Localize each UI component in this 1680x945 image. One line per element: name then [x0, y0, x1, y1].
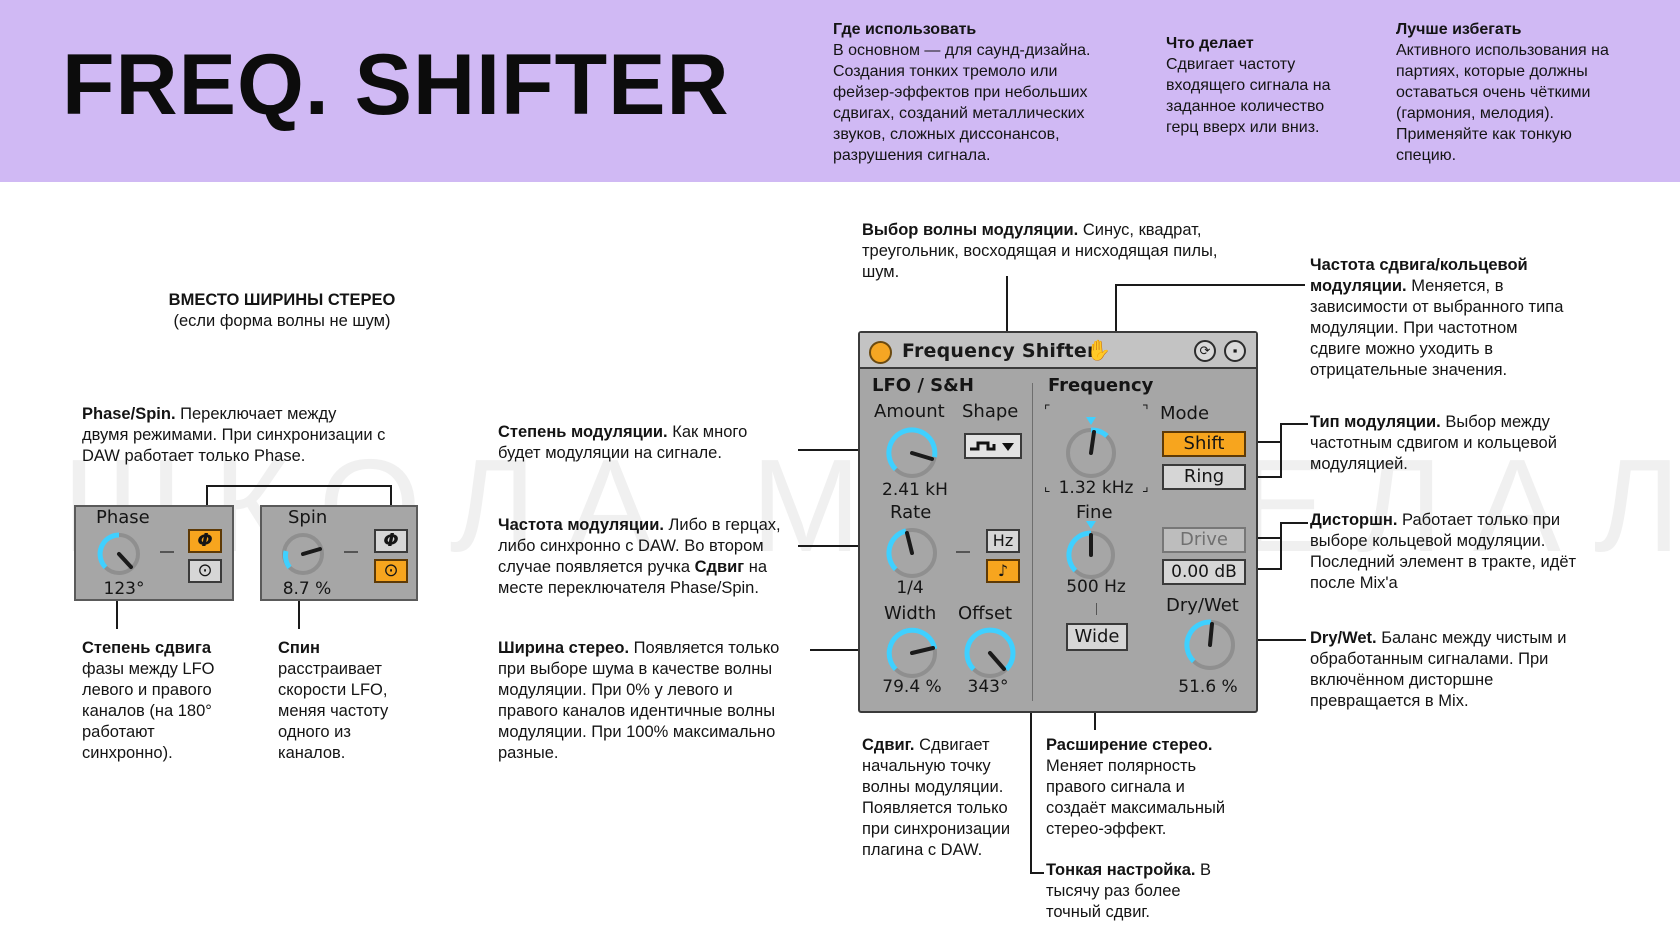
amount-annotation: Степень модуляции. Как много будет модул…	[498, 423, 748, 462]
phase-description: Степень сдвига фазы между LFO левого и п…	[82, 639, 215, 762]
mode-shift-button[interactable]: Shift	[1162, 431, 1246, 457]
frequency-annotation: Частота сдвига/кольцевой модуляции. Меня…	[1310, 256, 1564, 379]
offset-label: Offset	[958, 603, 1013, 624]
page-title: FREQ. SHIFTER	[62, 37, 730, 133]
frequency-section-label: Frequency	[1048, 375, 1154, 396]
mode-label: Mode	[1160, 403, 1210, 424]
frequency-knob[interactable]	[1056, 415, 1126, 485]
width-knob[interactable]	[882, 623, 942, 683]
drywet-value: 51.6 %	[1178, 677, 1238, 697]
mode-bracket-ring	[1254, 476, 1282, 478]
device-power-button[interactable]	[869, 341, 892, 364]
lfo-section-label: LFO / S&H	[872, 375, 974, 396]
fine-value: 500 Hz	[1066, 577, 1126, 597]
rate-hz-button[interactable]: Hz	[986, 529, 1020, 553]
shape-label: Shape	[962, 401, 1019, 422]
mode-annotation: Тип модуляции. Выбор между частотным сдв…	[1310, 413, 1557, 473]
fine-knob[interactable]	[1056, 519, 1126, 585]
fine-connector-v	[1030, 563, 1032, 873]
spin-knob[interactable]	[278, 529, 328, 579]
rate-knob[interactable]	[882, 523, 942, 583]
spin-mode-button[interactable]: ⊙	[188, 559, 222, 583]
phase-spin-note: Phase/Spin. Переключает между двумя режи…	[82, 405, 386, 465]
width-value: 79.4 %	[882, 677, 942, 697]
drive-bracket-v	[1280, 522, 1282, 570]
mode-ring-button[interactable]: Ring	[1162, 464, 1246, 490]
mode-bracket-shift	[1254, 441, 1282, 443]
amount-knob[interactable]	[882, 423, 942, 483]
amount-label: Amount	[874, 401, 945, 422]
drive-button[interactable]: Drive	[1162, 527, 1246, 553]
fine-connector-bottom	[1030, 872, 1044, 874]
frequency-connector-h	[1115, 284, 1305, 286]
spin-description: Спин расстраивает скорости LFO, меняя ча…	[278, 639, 389, 762]
bracket-right	[390, 485, 392, 505]
hand-icon[interactable]: ✋	[1086, 340, 1111, 362]
wave-annotation: Выбор волны модуляции. Синус, квадрат, т…	[862, 221, 1218, 281]
header-where: Где использовать В основном — для саунд-…	[833, 21, 1091, 164]
rate-annotation: Частота модуляции. Либо в герцах, либо с…	[498, 516, 781, 597]
drywet-annotation: Dry/Wet. Баланс между чистым и обработан…	[1310, 629, 1567, 710]
rate-sync-button[interactable]: ♪	[986, 559, 1020, 583]
phase-panel: Phase 123° Φ ⊙	[74, 505, 234, 601]
save-icon[interactable]: ▪	[1224, 340, 1246, 362]
refresh-icon[interactable]: ⟳	[1194, 340, 1216, 362]
square-wave-icon	[970, 441, 1014, 451]
phase-knob[interactable]	[94, 529, 144, 579]
stereo-heading: ВМЕСТО ШИРИНЫ СТЕРЕО (если форма волны н…	[168, 291, 396, 330]
bracket-left	[206, 485, 208, 505]
spin-label: Spin	[288, 507, 328, 528]
fine-label: Fine	[1076, 502, 1113, 523]
device-title: Frequency Shifter	[902, 340, 1097, 362]
header-avoid: Лучше избегать Активного использования н…	[1396, 21, 1609, 164]
width-connector	[810, 649, 878, 651]
rate-label: Rate	[890, 502, 932, 523]
wide-button[interactable]: Wide	[1066, 623, 1128, 651]
bracket-top	[206, 485, 392, 487]
width-annotation: Ширина стерео. Появляется только при выб…	[498, 639, 780, 762]
offset-annotation: Сдвиг. Сдвигает начальную точку волны мо…	[862, 736, 1011, 859]
drywet-label: Dry/Wet	[1166, 595, 1239, 616]
rate-connector	[798, 545, 878, 547]
phase-value: 123°	[103, 579, 145, 599]
amount-connector	[798, 449, 878, 451]
header-what: Что делает Сдвигает частоту входящего си…	[1166, 35, 1331, 136]
offset-knob[interactable]	[960, 623, 1020, 683]
phase-label: Phase	[96, 507, 150, 528]
phase-mode-button[interactable]: Φ	[188, 529, 222, 553]
spin-value: 8.7 %	[282, 579, 332, 599]
drive-bracket-top	[1280, 522, 1308, 524]
amount-value: 2.41 kH	[882, 480, 948, 500]
mode-bracket-top	[1280, 423, 1308, 425]
rate-value: 1/4	[896, 578, 924, 598]
frequency-value: 1.32 kHz	[1058, 478, 1134, 498]
spin-panel: Spin 8.7 % Φ ⊙	[260, 505, 418, 601]
spin-mode-button-2[interactable]: ⊙	[374, 559, 408, 583]
width-label: Width	[884, 603, 937, 624]
mode-bracket-v	[1280, 423, 1282, 478]
drive-annotation: Дисторшн. Работает только при выборе кол…	[1310, 511, 1577, 592]
drywet-connector	[1248, 639, 1306, 641]
drive-bracket-drive	[1254, 537, 1282, 539]
wide-annotation: Расширение стерео. Меняет полярность пра…	[1046, 736, 1226, 838]
offset-value: 343°	[967, 677, 1009, 697]
fine-annotation: Тонкая настройка. В тысячу раз более точ…	[1046, 861, 1212, 921]
shape-selector[interactable]	[964, 433, 1022, 459]
device-titlebar: Frequency Shifter ✋ ⟳ ▪	[860, 333, 1256, 369]
drywet-knob[interactable]	[1180, 615, 1240, 675]
phase-mode-button-2[interactable]: Φ	[374, 529, 408, 553]
drive-db-field[interactable]: 0.00 dB	[1162, 559, 1246, 585]
header-banner: FREQ. SHIFTER Где использовать В основно…	[0, 0, 1680, 182]
frequency-shifter-device: Frequency Shifter ✋ ⟳ ▪ LFO / S&H Freque…	[858, 331, 1258, 713]
drive-bracket-db	[1254, 568, 1282, 570]
